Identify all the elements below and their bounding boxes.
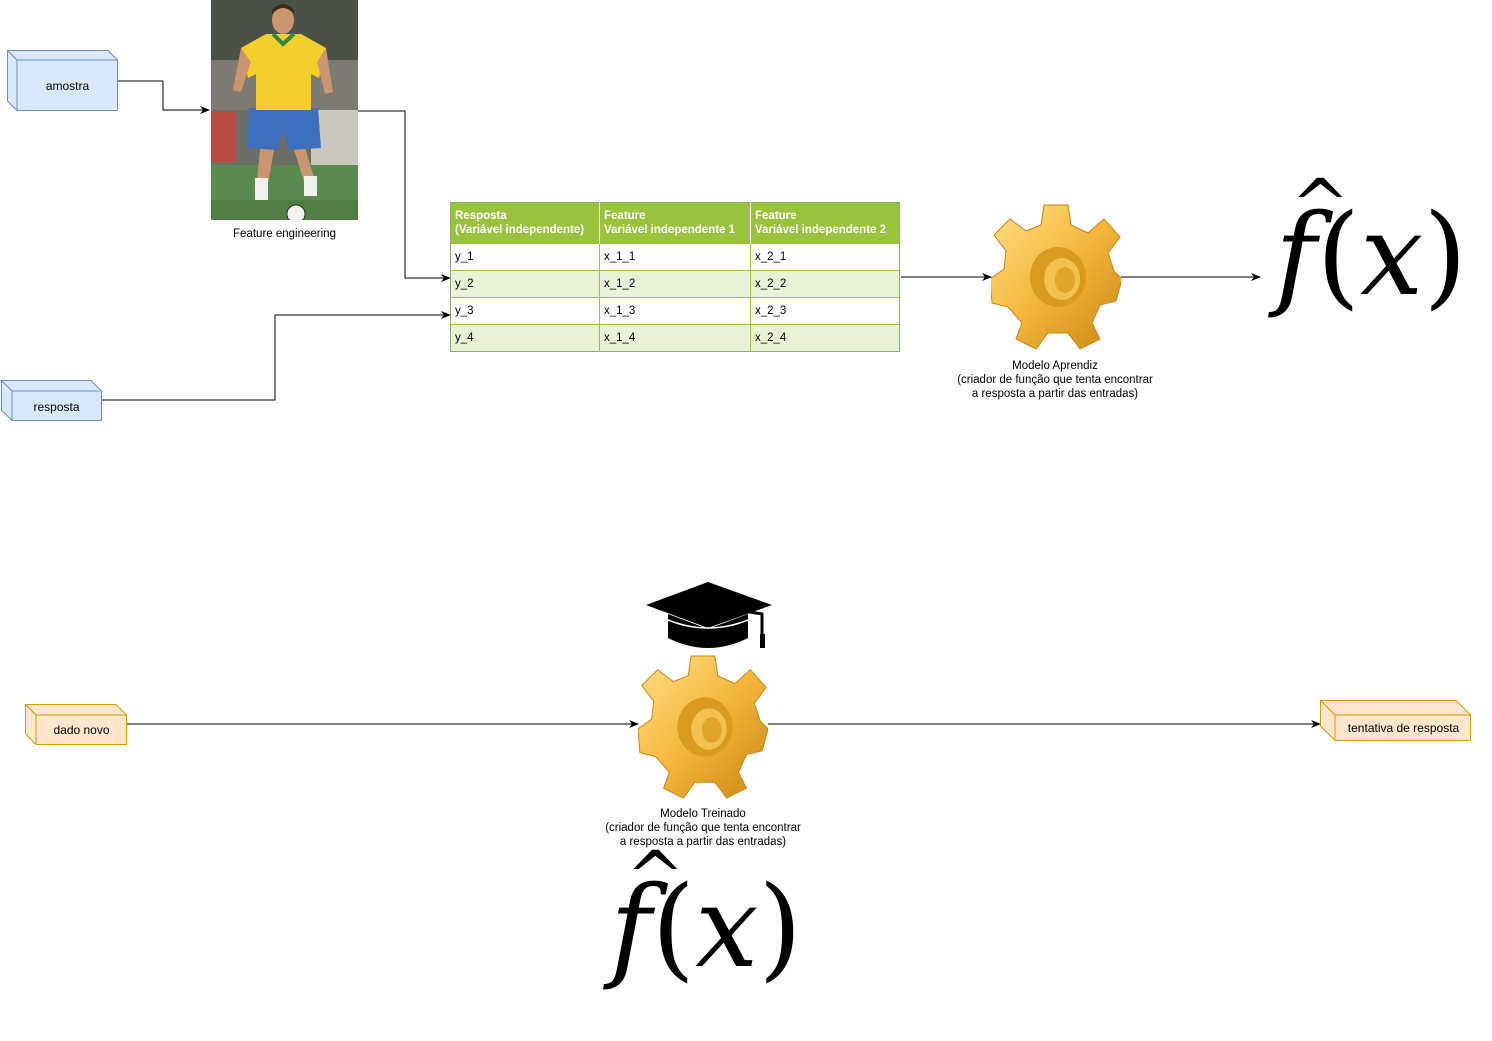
header-line: Variável independente 1 [604,224,736,236]
gear-icon [638,655,768,799]
photo-caption: Feature engineering [233,228,336,240]
header-line: Feature [755,210,797,222]
tentativa-label: tentativa de resposta [1347,721,1460,735]
formula-bottom: f ^ (x) [610,842,802,984]
table-cell: x_1_3 [599,297,751,325]
table-row: y_2 x_1_2 x_2_2 [450,270,900,298]
amostra-box[interactable]: amostra [7,50,118,111]
f-hat: f ^ [1275,170,1350,312]
formula-x: x [695,863,759,993]
f-hat: f ^ [610,842,685,984]
formula-top: f ^ (x) [1275,170,1467,312]
learner-caption: Modelo Aprendiz (criador de função que t… [930,359,1180,401]
formula-close-paren: ) [1423,191,1468,321]
trained-caption-line: (criador de função que tenta encontrar [605,822,801,834]
header-line: Variável independente 2 [755,224,887,236]
formula-hat: ^ [626,836,685,918]
formula-close-paren: ) [758,863,803,993]
table-cell: y_1 [450,243,600,271]
table-cell: x_1_2 [599,270,751,298]
trained-caption-line: a resposta a partir das entradas) [619,836,787,848]
arrow-photo-to-table [358,110,451,282]
arrow-amostra-to-photo [117,80,210,114]
player-photo [211,0,358,220]
formula-f: f [1275,191,1317,321]
table-header: Feature Variável independente 2 [750,202,900,244]
formula-f: f [610,863,652,993]
table-cell: x_2_3 [750,297,900,325]
table-row: y_4 x_1_4 x_2_4 [450,324,900,352]
gear-icon [991,204,1121,350]
table-cell: x_2_4 [750,324,900,352]
table-row: y_1 x_1_1 x_2_1 [450,243,900,271]
resposta-label: resposta [33,400,80,414]
amostra-label: amostra [45,79,90,93]
dado-novo-box[interactable]: dado novo [25,704,127,745]
learner-caption-line: a resposta a partir das entradas) [971,388,1139,400]
cube-shape [1,380,102,421]
trained-caption: Modelo Treinado (criador de função que t… [578,807,828,849]
header-line: Feature [604,210,646,222]
tentativa-box[interactable]: tentativa de resposta [1320,700,1471,741]
table-header-row: Resposta (Variável independente) Feature… [450,202,900,244]
formula-open-paren: ( [1316,191,1361,321]
trained-caption-title: Modelo Treinado [660,808,746,820]
cube-shape [1320,700,1471,741]
table-header: Feature Variável independente 1 [599,202,751,244]
table-cell: y_3 [450,297,600,325]
table-cell: y_4 [450,324,600,352]
formula-x: x [1360,191,1424,321]
table-cell: x_1_1 [599,243,751,271]
table-cell: x_1_4 [599,324,751,352]
learner-caption-title: Modelo Aprendiz [1012,360,1098,372]
table-row: y_3 x_1_3 x_2_3 [450,297,900,325]
formula-hat: ^ [1291,164,1350,246]
cube-shape [25,704,127,745]
arrow-resposta-to-table [101,311,451,401]
table-cell: x_2_1 [750,243,900,271]
table-header: Resposta (Variável independente) [450,202,600,244]
feature-table: Resposta (Variável independente) Feature… [450,202,900,352]
learner-caption-line: (criador de função que tenta encontrar [957,374,1153,386]
table-cell: x_2_2 [750,270,900,298]
formula-open-paren: ( [651,863,696,993]
dado-novo-label: dado novo [53,723,110,737]
header-line: Resposta [455,210,507,222]
graduation-cap-icon [646,582,772,648]
table-cell: y_2 [450,270,600,298]
cube-shape [7,50,118,111]
header-line: (Variável independente) [455,224,585,236]
resposta-box[interactable]: resposta [1,380,102,421]
